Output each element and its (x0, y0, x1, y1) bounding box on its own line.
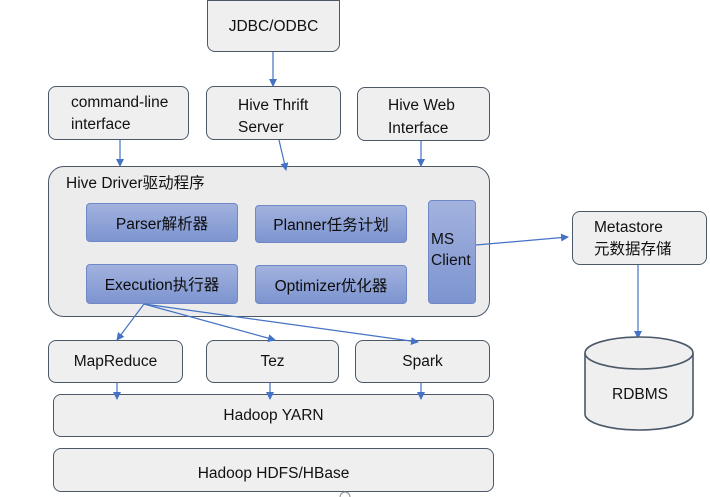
mapreduce-label: MapReduce (73, 352, 158, 370)
hive-thrift-server-label-2: Server (238, 119, 284, 136)
execution-label: Execution执行器 (104, 277, 220, 294)
hive-web-interface-label-1: Hive Web (388, 97, 455, 114)
planner-label: Planner任务计划 (273, 217, 389, 234)
hadoop-yarn-label: Hadoop YARN (223, 406, 324, 424)
bottom-handle-icon (339, 491, 351, 497)
parser-label: Parser解析器 (115, 215, 209, 233)
tez-box: Tez (206, 340, 339, 383)
hive-thrift-server-label-1: Hive Thrift (238, 97, 309, 114)
hadoop-yarn-box: Hadoop YARN (53, 394, 494, 437)
ms-client-label-2: Client (431, 252, 471, 269)
hive-driver-title: Hive Driver驱动程序 (66, 175, 205, 192)
rdbms-label: RDBMS (612, 386, 668, 403)
command-line-interface-label-2: interface (71, 116, 131, 133)
hive-web-interface-box (357, 87, 490, 141)
hadoop-hdfs-hbase-box: Hadoop HDFS/HBase (53, 448, 494, 492)
hive-web-interface-label-2: Interface (388, 120, 449, 137)
tez-label: Tez (260, 352, 285, 370)
command-line-interface-box (48, 86, 189, 140)
spark-label: Spark (402, 352, 443, 370)
jdbc-odbc-box: JDBC/ODBC (207, 0, 340, 52)
command-line-interface-label-1: command-line (71, 94, 169, 111)
optimizer-box: Optimizer优化器 (255, 265, 407, 304)
metastore-box (572, 211, 707, 265)
mapreduce-box: MapReduce (48, 340, 183, 383)
jdbc-odbc-label: JDBC/ODBC (228, 17, 319, 35)
hadoop-hdfs-hbase-label: Hadoop HDFS/HBase (197, 465, 350, 482)
planner-box: Planner任务计划 (255, 205, 407, 243)
optimizer-label: Optimizer优化器 (274, 277, 388, 295)
parser-box: Parser解析器 (86, 203, 238, 242)
spark-box: Spark (355, 340, 490, 383)
metastore-label-1: Metastore (594, 219, 663, 236)
ms-client-label-1: MS (431, 231, 455, 248)
execution-box: Execution执行器 (86, 264, 238, 304)
ms-client-box (428, 200, 476, 304)
metastore-label-2: 元数据存储 (594, 241, 672, 258)
hive-thrift-server-box (206, 86, 341, 140)
